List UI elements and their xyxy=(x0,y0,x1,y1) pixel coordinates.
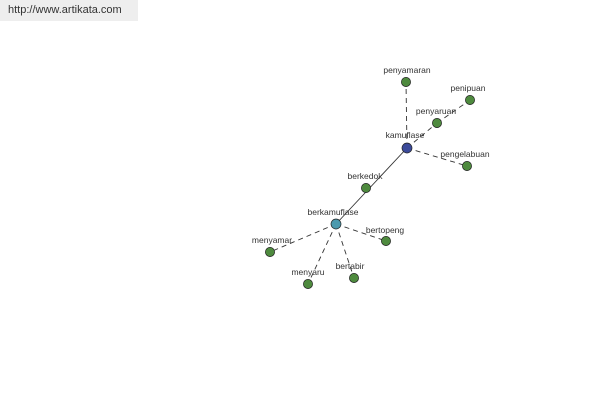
label-kamuflase[interactable]: kamuflase xyxy=(386,130,425,140)
label-bertabir[interactable]: bertabir xyxy=(336,261,365,271)
node-berkamuflase[interactable] xyxy=(330,218,342,230)
edge-berkamuflase-menyaru xyxy=(307,223,337,285)
node-berkedok[interactable] xyxy=(361,183,371,193)
node-bertopeng[interactable] xyxy=(381,236,391,246)
edge-kamuflase-pengelabuan xyxy=(406,147,468,167)
label-penyaruan[interactable]: penyaruan xyxy=(416,106,456,116)
node-menyamar[interactable] xyxy=(265,247,275,257)
edges-layer xyxy=(269,81,471,285)
label-pengelabuan[interactable]: pengelabuan xyxy=(440,149,489,159)
node-bertabir[interactable] xyxy=(349,273,359,283)
node-kamuflase[interactable] xyxy=(401,142,413,154)
label-berkedok[interactable]: berkedok xyxy=(348,171,384,181)
edge-kamuflase-penyamaran xyxy=(405,81,408,149)
label-penyamaran[interactable]: penyamaran xyxy=(383,65,431,75)
edge-penyaruan-penipuan xyxy=(436,99,471,124)
edge-kamuflase-berkamuflase xyxy=(335,147,408,225)
node-penyaruan[interactable] xyxy=(432,118,442,128)
label-bertopeng[interactable]: bertopeng xyxy=(366,225,405,235)
label-menyamar[interactable]: menyamar xyxy=(252,235,292,245)
node-pengelabuan[interactable] xyxy=(462,161,472,171)
node-menyaru[interactable] xyxy=(303,279,313,289)
node-penyamaran[interactable] xyxy=(401,77,411,87)
site-url[interactable]: http://www.artikata.com xyxy=(0,0,138,21)
labels-layer: kamuflase berkamuflase berkedok penyamaran p… xyxy=(252,65,490,277)
edge-berkamuflase-bertabir xyxy=(335,223,355,279)
edge-kamuflase-penyaruan xyxy=(406,122,438,149)
node-penipuan[interactable] xyxy=(465,95,475,105)
edge-berkamuflase-menyamar xyxy=(269,223,337,253)
nodes-layer xyxy=(265,77,475,289)
label-penipuan[interactable]: penipuan xyxy=(451,83,486,93)
label-menyaru[interactable]: menyaru xyxy=(291,267,324,277)
label-berkamuflase[interactable]: berkamuflase xyxy=(307,207,358,217)
